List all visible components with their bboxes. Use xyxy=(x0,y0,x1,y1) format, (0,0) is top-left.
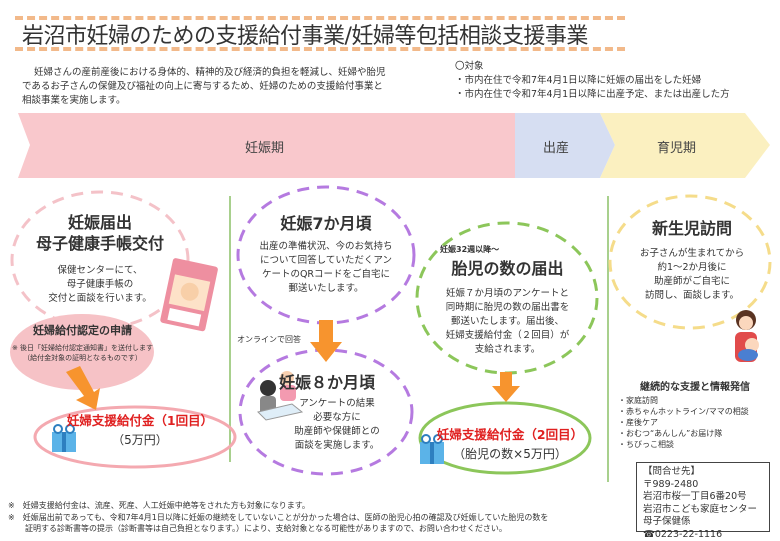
contact-line: 岩沼市こども家庭センター xyxy=(643,504,763,517)
support-item: ・ちびっこ相談 xyxy=(618,439,750,450)
step5-title: 新生児訪問 xyxy=(612,218,772,239)
contact-box: 【問合せ先】 〒989-2480 岩沼市桜一丁目6番20号 岩沼市こども家庭セン… xyxy=(636,462,770,532)
pay1-amount: （5万円） xyxy=(40,431,240,448)
step1-title: 妊娠届出 xyxy=(15,212,185,233)
step1: 妊娠届出 母子健康手帳交付 保健センターにて、 母子健康手帳の 交付と面談を行い… xyxy=(15,212,185,306)
footnote: ※ 妊婦支援給付金は、流産、死産、人工妊娠中絶等をされた方も対象になります。 xyxy=(8,500,630,512)
timeline-childcare: 育児期 xyxy=(657,137,696,156)
step4: 胎児の数の届出 妊娠７か月頃のアンケートと 同時期に胎児の数の届出書を 郵送いた… xyxy=(420,258,595,357)
support-heading: 継続的な支援と情報発信 xyxy=(618,378,750,393)
intro-text: 妊婦さんの産前産後における身体的、精神的及び経済的負担を軽減し、妊婦や胎児 であ… xyxy=(22,66,442,108)
step3-text: アンケートの結果 xyxy=(272,397,402,411)
step5: 新生児訪問 お子さんが生まれてから 約1〜2か月後に 助産師がご自宅に 訪問し、… xyxy=(612,218,772,303)
apply: 妊婦給付認定の申請 ※ 後日「妊婦給付認定通知書」を送付します （給付金対象の証… xyxy=(0,322,165,363)
contact-line: 【問合せ先】 xyxy=(643,466,763,479)
apply-title: 妊婦給付認定の申請 xyxy=(0,322,165,338)
step4-text: 妊娠７か月頃のアンケートと xyxy=(420,287,595,301)
step1-text: 保健センターにて、 xyxy=(15,264,185,278)
step5-text: 約1〜2か月後に xyxy=(612,261,772,275)
step4-title: 胎児の数の届出 xyxy=(420,258,595,279)
step2-text: 出産の準備状況、今のお気持ち xyxy=(240,240,412,254)
pay1-title: 妊婦支援給付金（1回目） xyxy=(40,410,240,429)
support-item: ・赤ちゃんホットライン/ママの相談 xyxy=(618,406,750,417)
footnotes: ※ 妊婦支援給付金は、流産、死産、人工妊娠中絶等をされた方も対象になります。 ※… xyxy=(8,500,630,535)
contact-phone: ☎0223-22-1116 xyxy=(643,529,763,541)
target-section: 〇対象 ・市内在住で令和7年4月1日以降に妊娠の届出をした妊婦 ・市内在住で令和… xyxy=(455,60,730,102)
footnote: ※ 妊娠届出前であっても、令和7年4月1日以降に妊娠の継続をしていないことが分か… xyxy=(8,512,630,524)
intro-line: 妊婦さんの産前産後における身体的、精神的及び経済的負担を軽減し、妊婦や胎児 xyxy=(22,66,442,80)
support-item: ・おむつ“あんしん”お届け隊 xyxy=(618,428,750,439)
step4-text: 支給されます。 xyxy=(420,343,595,357)
step3-text: 面談を実施します。 xyxy=(272,439,402,453)
intro-line: であるお子さんの保健及び福祉の向上に寄与するため、妊婦のための支援給付事業と xyxy=(22,80,442,94)
step4-text: 同時期に胎児の数の届出書を xyxy=(420,301,595,315)
step1-text: 交付と面談を行います。 xyxy=(15,292,185,306)
support-section: 継続的な支援と情報発信 ・家庭訪問 ・赤ちゃんホットライン/ママの相談 ・産後ケ… xyxy=(618,378,750,450)
pay2-amount: （胎児の数×5万円） xyxy=(420,445,600,462)
apply-note: ※ 後日「妊婦給付認定通知書」を送付します xyxy=(0,343,165,353)
support-item: ・産後ケア xyxy=(618,417,750,428)
support-item: ・家庭訪問 xyxy=(618,395,750,406)
contact-line: 岩沼市桜一丁目6番20号 xyxy=(643,491,763,504)
step2-text: 郵送いたします。 xyxy=(240,282,412,296)
target-item: ・市内在住で令和7年4月1日以降に出産予定、または出産した方 xyxy=(455,88,730,102)
target-heading: 〇対象 xyxy=(455,60,730,74)
timeline-pregnancy: 妊娠期 xyxy=(245,137,284,156)
step5-text: お子さんが生まれてから xyxy=(612,247,772,261)
mother-baby-illustration xyxy=(735,310,759,362)
step3-title: 妊娠８か月頃 xyxy=(252,372,402,393)
step2-title: 妊娠7か月頃 xyxy=(240,213,412,234)
step3-text: 必要な方に xyxy=(272,411,402,425)
step5-text: 訪問し、面談します。 xyxy=(612,289,772,303)
apply-note: （給付金対象の証明となるものです） xyxy=(0,353,165,363)
step1-text: 母子健康手帳の xyxy=(15,278,185,292)
intro-line: 相談事業を実施します。 xyxy=(22,94,442,108)
target-item: ・市内在住で令和7年4月1日以降に妊娠の届出をした妊婦 xyxy=(455,74,730,88)
page-title: 岩沼市妊婦のための支援給付事業/妊婦等包括相談支援事業 xyxy=(22,18,588,50)
contact-line: 〒989-2480 xyxy=(643,479,763,492)
online-answer-label: オンラインで回答 xyxy=(237,334,301,345)
step1-title: 母子健康手帳交付 xyxy=(15,233,185,254)
step4-text: 妊婦支援給付金（２回目）が xyxy=(420,329,595,343)
step3: 妊娠８か月頃 アンケートの結果 必要な方に 助産師や保健師との 面談を実施します… xyxy=(252,372,402,453)
contact-line: 母子保健係 xyxy=(643,516,763,529)
footnote: 証明する診断書等の提示（診断書等は自己負担となります。）により、支給対象となる可… xyxy=(8,523,630,535)
step2-text: について回答していただくアン xyxy=(240,254,412,268)
step4-text: 郵送いたします。届出後、 xyxy=(420,315,595,329)
step3-text: 助産師や保健師との xyxy=(272,425,402,439)
step2: 妊娠7か月頃 出産の準備状況、今のお気持ち について回答していただくアン ケート… xyxy=(240,213,412,296)
pay2-title: 妊婦支援給付金（2回目） xyxy=(420,424,600,443)
step4-subtitle: 妊娠32週以降〜 xyxy=(440,244,499,255)
timeline-birth: 出産 xyxy=(543,137,569,156)
pay2: 妊婦支援給付金（2回目） （胎児の数×5万円） xyxy=(420,424,600,462)
step2-text: ケートのQRコードをご自宅に xyxy=(240,268,412,282)
step5-text: 助産師がご自宅に xyxy=(612,275,772,289)
pay1: 妊婦支援給付金（1回目） （5万円） xyxy=(40,410,240,448)
